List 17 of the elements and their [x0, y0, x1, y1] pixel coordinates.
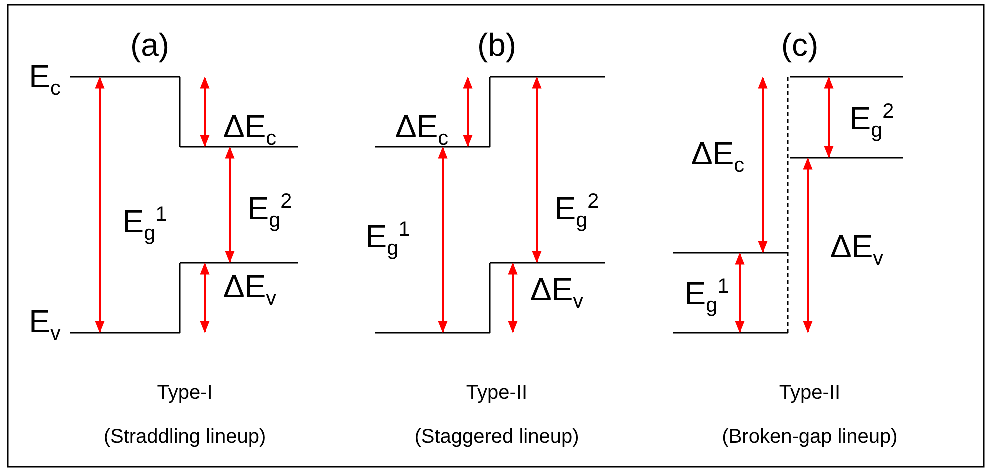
energy-label: ΔE$_{c}$ [691, 137, 745, 177]
energy-label: ΔE$_{v}$ [530, 273, 584, 313]
type-label: Type-II [466, 383, 528, 403]
panel-label: (b) [477, 29, 517, 61]
type-label: Type-II [779, 383, 841, 403]
energy-label: ΔE$_{v}$ [223, 270, 277, 310]
lineup-caption: (Straddling lineup) [104, 427, 266, 447]
lineup-caption: (Staggered lineup) [414, 427, 580, 447]
panel-label: (c) [781, 29, 819, 61]
type-label: Type-I [157, 383, 213, 403]
panel-label: (a) [130, 29, 170, 61]
energy-label: ΔE$_{c}$ [223, 110, 277, 150]
energy-label: E$_{v}$ [29, 305, 61, 345]
energy-label: ΔE$_{v}$ [830, 230, 884, 270]
energy-label: E$_{c}$ [29, 60, 61, 100]
energy-label: ΔE$_{c}$ [395, 110, 449, 150]
lineup-caption: (Broken-gap lineup) [722, 427, 898, 447]
